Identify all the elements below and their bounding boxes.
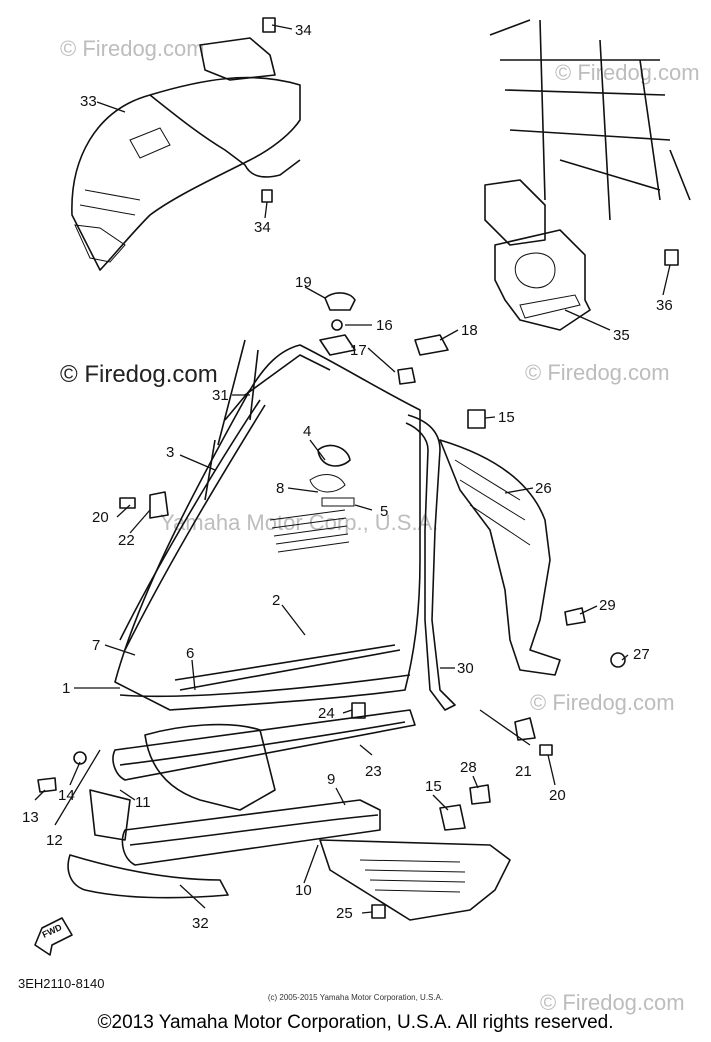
part-20-screw-b	[539, 744, 553, 756]
callout-12: 12	[46, 832, 63, 849]
diagram-code: 3EH2110-8140	[18, 976, 105, 991]
callout-23: 23	[365, 763, 382, 780]
fwd-label: FWD	[41, 922, 64, 940]
callout-14: 14	[58, 787, 75, 804]
watermark-mid-right: © Firedog.com	[525, 360, 670, 385]
callout-16: 16	[376, 317, 393, 334]
callout-28: 28	[460, 759, 477, 776]
part-14	[73, 751, 87, 765]
part-24	[351, 702, 366, 719]
copyright-footer: ©2013 Yamaha Motor Corporation, U.S.A. A…	[97, 1012, 614, 1033]
part-4-emblem	[317, 444, 351, 467]
part-28	[469, 784, 491, 805]
part-25	[371, 904, 386, 919]
part-16-screw	[331, 319, 343, 331]
callout-2: 2	[272, 592, 280, 609]
part-26-inner-panel	[439, 439, 561, 676]
bolt-36	[664, 249, 679, 266]
part-30-strip	[405, 414, 456, 711]
callout-20-left: 20	[92, 509, 109, 526]
callout-35: 35	[613, 327, 630, 344]
watermark-center: Yamaha Motor Corp., U.S.A.	[160, 510, 438, 535]
callout-18: 18	[461, 322, 478, 339]
callout-10: 10	[295, 882, 312, 899]
part-15-top	[467, 409, 486, 429]
leader-lines	[34, 24, 671, 914]
callout-25: 25	[336, 905, 353, 922]
watermark-bottom-right: © Firedog.com	[540, 990, 685, 1015]
callout-20-right: 20	[549, 787, 566, 804]
callout-36: 36	[656, 297, 673, 314]
part-35-bracket	[484, 19, 691, 331]
callout-5: 5	[380, 503, 388, 520]
part-33-rear-fender	[71, 37, 301, 271]
callout-32: 32	[192, 915, 209, 932]
callout-21: 21	[515, 763, 532, 780]
part-17-clip	[319, 334, 356, 356]
callout-27: 27	[633, 646, 650, 663]
callout-1: 1	[62, 680, 70, 697]
part-5-badge	[321, 497, 355, 507]
callout-13: 13	[22, 809, 39, 826]
callout-9: 9	[327, 771, 335, 788]
callout-7: 7	[92, 637, 100, 654]
callout-26: 26	[535, 480, 552, 497]
part-19	[324, 292, 356, 311]
callout-4: 4	[303, 423, 311, 440]
watermark-top-right: © Firedog.com	[555, 60, 700, 85]
callout-11: 11	[135, 794, 151, 811]
callout-3: 3	[166, 444, 174, 461]
callout-19: 19	[295, 274, 312, 291]
callouts: 34 33 34 36 35 19 16 18 17 15 31 3 4 8 5…	[22, 22, 673, 932]
part-27	[610, 652, 626, 668]
callout-34-top: 34	[295, 22, 312, 39]
callout-17: 17	[350, 342, 367, 359]
part-29	[564, 607, 586, 626]
callout-29: 29	[599, 597, 616, 614]
watermark-lower-right: © Firedog.com	[530, 690, 675, 715]
part-17b	[397, 367, 416, 385]
watermark-top-left: © Firedog.com	[60, 36, 205, 61]
callout-30: 30	[457, 660, 474, 677]
callout-15-top: 15	[498, 409, 515, 426]
watermark-dark: © Firedog.com	[60, 361, 218, 388]
part-13	[37, 777, 57, 793]
part-21	[514, 717, 536, 741]
part-15-lower	[439, 804, 466, 831]
hardware	[37, 17, 679, 919]
fwd-arrow: FWD	[34, 917, 73, 956]
callout-6: 6	[186, 645, 194, 662]
part-20-screw	[119, 497, 136, 509]
callout-33: 33	[80, 93, 97, 110]
lower-parts	[67, 709, 511, 921]
callout-22: 22	[118, 532, 135, 549]
callout-24: 24	[318, 705, 335, 722]
part-18	[414, 334, 449, 356]
callout-34-bottom: 34	[254, 219, 271, 236]
callout-31: 31	[212, 387, 229, 404]
callout-15-lower: 15	[425, 778, 442, 795]
watermarks: © Firedog.com © Firedog.com © Firedog.co…	[60, 36, 700, 1015]
callout-8: 8	[276, 480, 284, 497]
bolt-34-bottom	[261, 189, 273, 203]
small-copyright: (c) 2005-2015 Yamaha Motor Corporation, …	[267, 993, 444, 1002]
